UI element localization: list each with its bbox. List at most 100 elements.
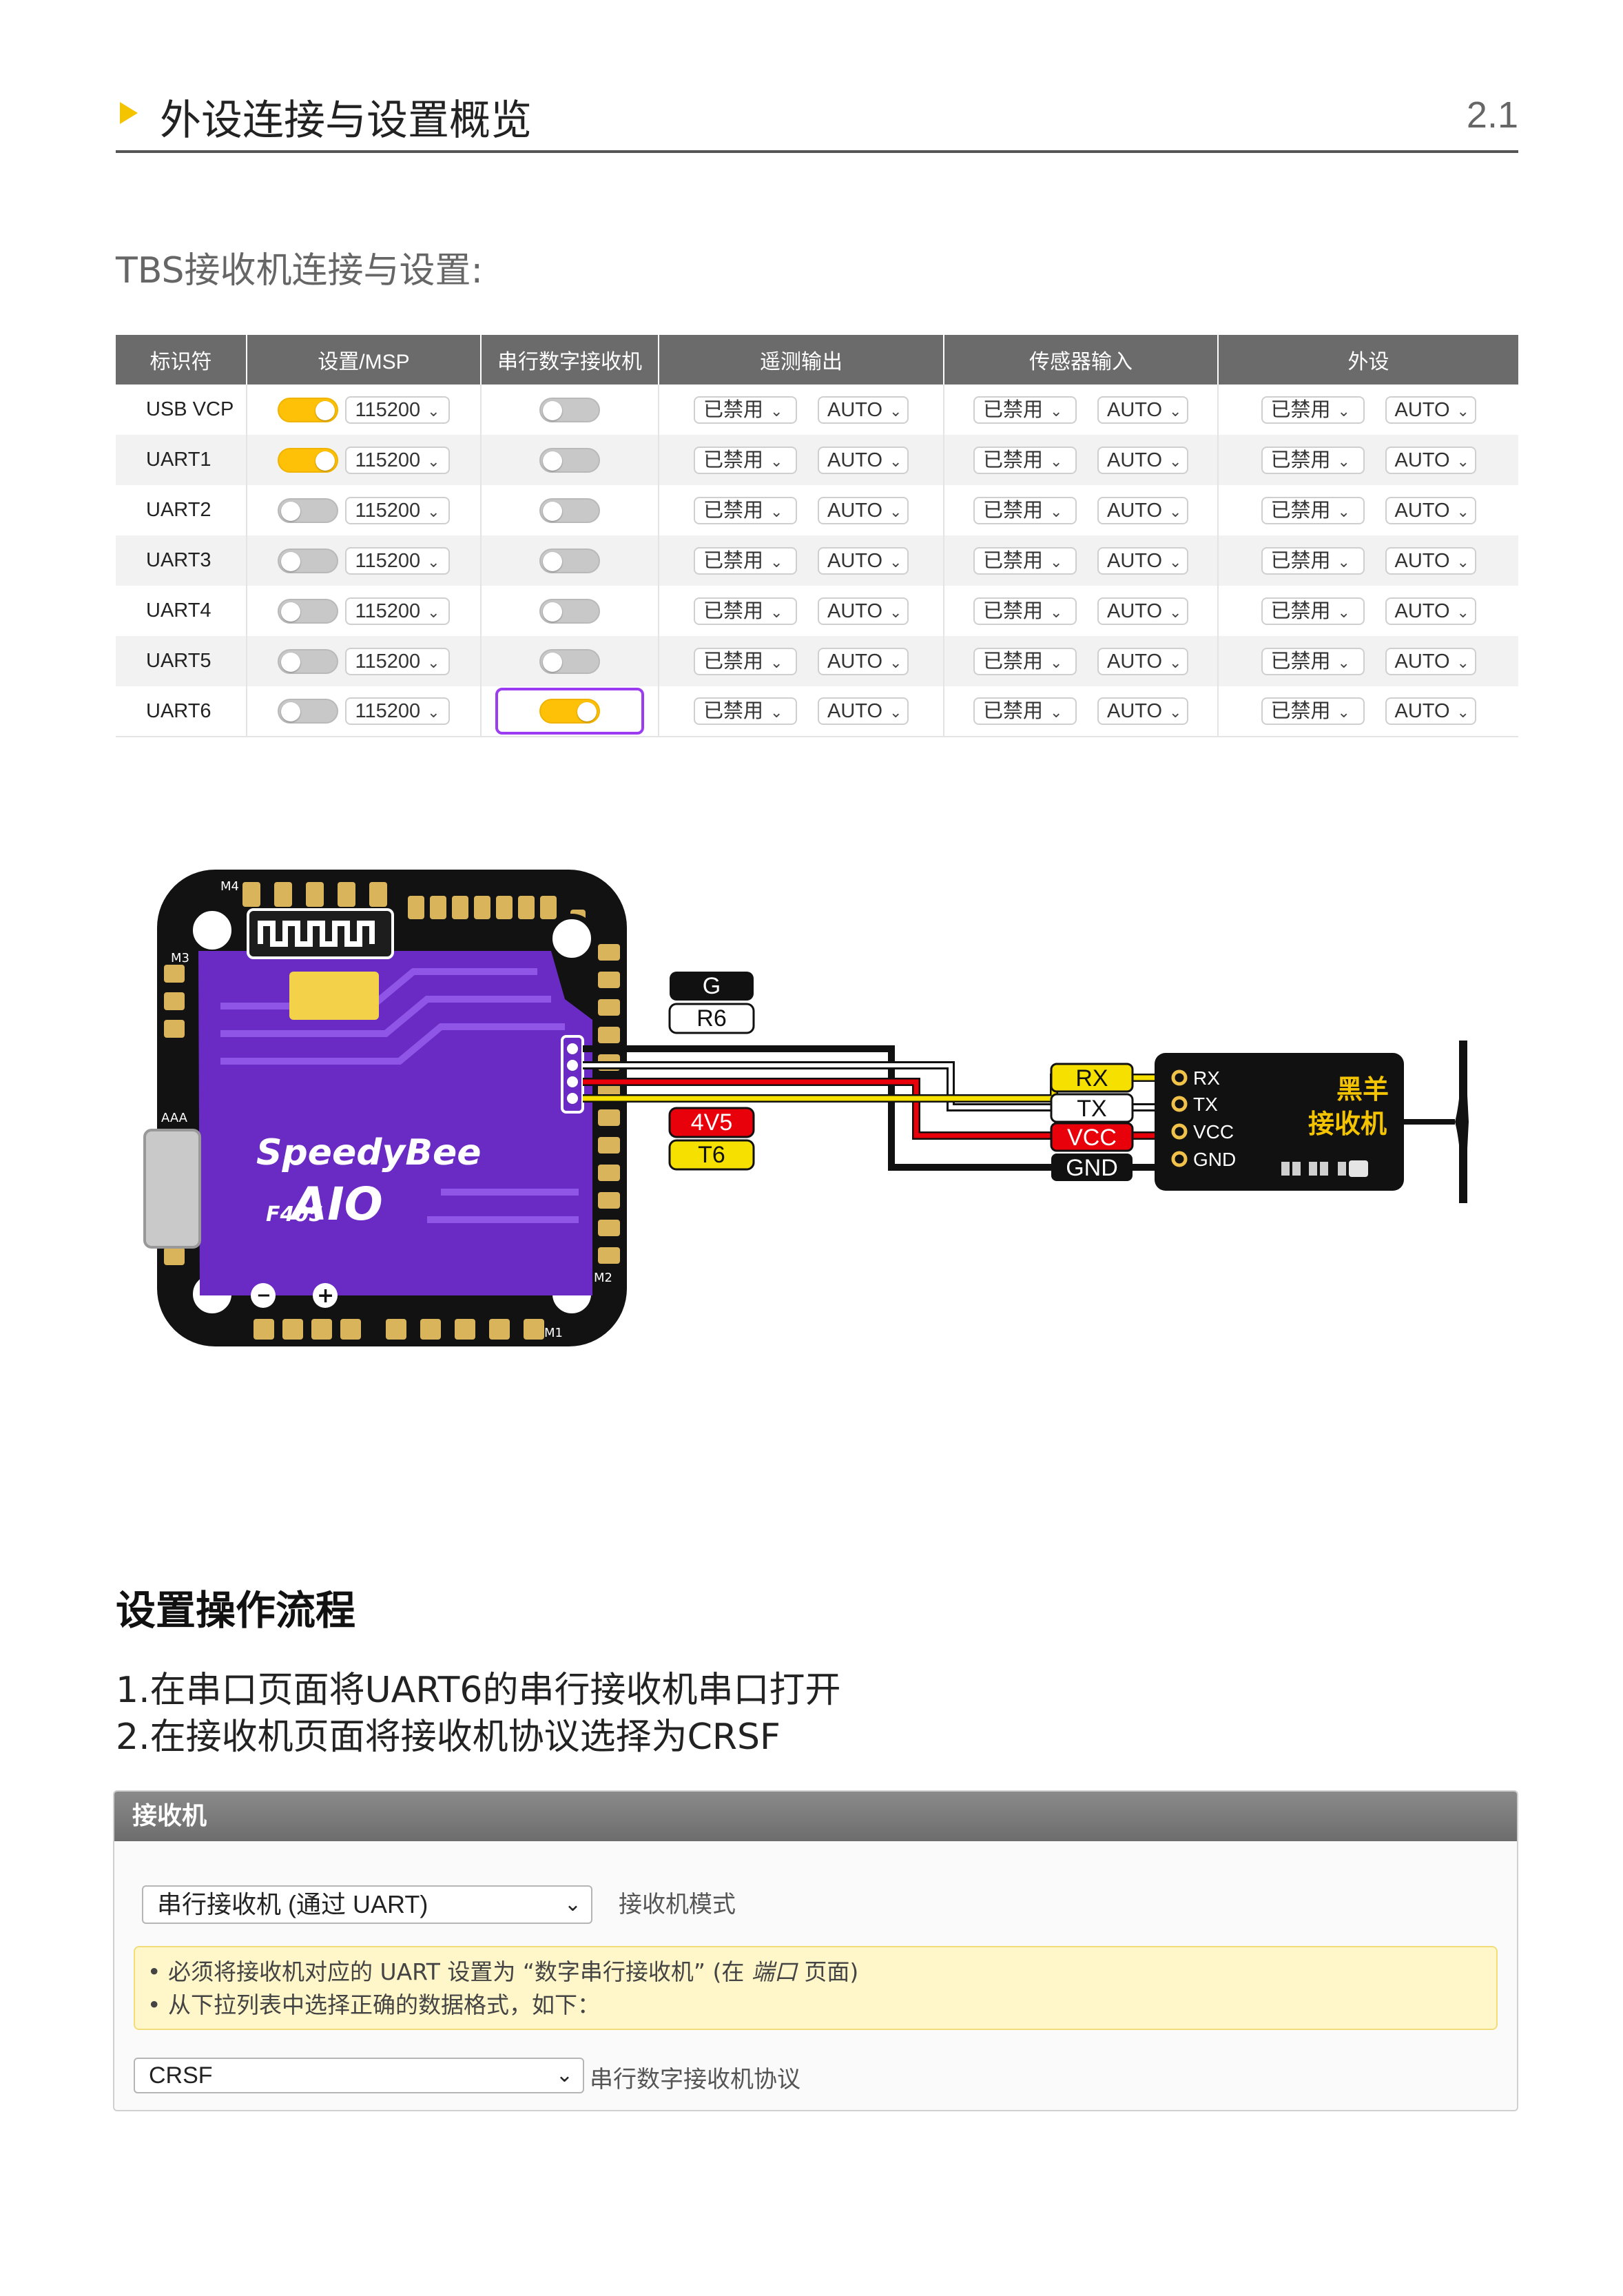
- svg-text:G: G: [703, 973, 721, 999]
- serial-rx-toggle[interactable]: [539, 447, 600, 473]
- peripheral-speed-select[interactable]: AUTO⌄: [1385, 446, 1476, 474]
- silk-m1: M1: [544, 1326, 563, 1340]
- telemetry-select[interactable]: 已禁用⌄: [694, 446, 797, 474]
- serial-rx-toggle[interactable]: [539, 598, 600, 624]
- msp-baud-select[interactable]: 115200⌄: [345, 396, 450, 424]
- msp-baud-select[interactable]: 115200⌄: [345, 496, 450, 524]
- chevron-down-icon: ⌄: [1456, 704, 1469, 721]
- telemetry-select[interactable]: 已禁用⌄: [694, 496, 797, 524]
- msp-toggle[interactable]: [278, 397, 339, 422]
- msp-baud-select[interactable]: 115200⌄: [345, 546, 450, 575]
- serial-rx-toggle[interactable]: [539, 498, 600, 523]
- flight-controller-board: SpeedyBee AIO F405 M4 M3 M2 M1 AAA − +: [143, 870, 627, 1346]
- port-identifier: USB VCP: [116, 385, 247, 435]
- sensor-speed-select[interactable]: AUTO⌄: [1097, 697, 1188, 725]
- msp-toggle[interactable]: [278, 447, 339, 473]
- msp-baud-select[interactable]: 115200⌄: [345, 697, 450, 725]
- board-model: AIO: [289, 1178, 383, 1231]
- serial-rx-toggle[interactable]: [539, 699, 600, 724]
- sensor-select[interactable]: 已禁用⌄: [973, 647, 1077, 675]
- peripheral-select[interactable]: 已禁用⌄: [1261, 546, 1365, 575]
- col-header-msp: 设置/MSP: [247, 335, 482, 385]
- msp-toggle[interactable]: [278, 699, 339, 724]
- peripheral-select[interactable]: 已禁用⌄: [1261, 496, 1365, 524]
- serial-rx-toggle[interactable]: [539, 397, 600, 422]
- chevron-down-icon: ⌄: [1050, 402, 1063, 420]
- peripheral-speed-select[interactable]: AUTO⌄: [1385, 496, 1476, 524]
- msp-toggle[interactable]: [278, 648, 339, 674]
- receiver-mode-select[interactable]: 串行接收机 (通过 UART) ⌄: [142, 1885, 592, 1924]
- col-header-telemetry: 遥测输出: [659, 335, 944, 385]
- telemetry-select[interactable]: 已禁用⌄: [694, 647, 797, 675]
- serial-rx-toggle[interactable]: [539, 648, 600, 674]
- msp-toggle[interactable]: [278, 498, 339, 523]
- telemetry-speed-select[interactable]: AUTO⌄: [818, 597, 909, 625]
- telemetry-select[interactable]: 已禁用⌄: [694, 597, 797, 625]
- peripheral-speed-select[interactable]: AUTO⌄: [1385, 597, 1476, 625]
- wire-label-rx: RX: [1050, 1063, 1134, 1093]
- telemetry-speed-select[interactable]: AUTO⌄: [818, 546, 909, 575]
- peripheral-speed-select[interactable]: AUTO⌄: [1385, 546, 1476, 575]
- peripheral-select[interactable]: 已禁用⌄: [1261, 396, 1365, 424]
- svg-text:TX: TX: [1077, 1096, 1106, 1122]
- sensor-speed-select[interactable]: AUTO⌄: [1097, 597, 1188, 625]
- silk-m4: M4: [220, 879, 239, 894]
- telemetry-select[interactable]: 已禁用⌄: [694, 396, 797, 424]
- wire-label-vcc: VCC: [1050, 1122, 1134, 1152]
- msp-baud-select[interactable]: 115200⌄: [345, 597, 450, 625]
- receiver-mode-value: 串行接收机 (通过 UART): [157, 1890, 428, 1918]
- highlight-box: [495, 688, 644, 735]
- msp-baud-select[interactable]: 115200⌄: [345, 647, 450, 675]
- chevron-down-icon: ⌄: [427, 553, 440, 571]
- peripheral-speed-select[interactable]: AUTO⌄: [1385, 396, 1476, 424]
- msp-toggle[interactable]: [278, 598, 339, 624]
- chevron-down-icon: ⌄: [1050, 452, 1063, 470]
- chevron-down-icon: ⌄: [1337, 553, 1350, 571]
- ports-table: 标识符 设置/MSP 串行数字接收机 遥测输出 传感器输入 外设 USB VCP…: [116, 335, 1518, 737]
- peripheral-select[interactable]: 已禁用⌄: [1261, 697, 1365, 725]
- sensor-speed-select[interactable]: AUTO⌄: [1097, 546, 1188, 575]
- chevron-down-icon: ⌄: [1456, 653, 1469, 671]
- telemetry-select[interactable]: 已禁用⌄: [694, 697, 797, 725]
- msp-toggle[interactable]: [278, 548, 339, 573]
- sensor-speed-select[interactable]: AUTO⌄: [1097, 496, 1188, 524]
- telemetry-speed-select[interactable]: AUTO⌄: [818, 446, 909, 474]
- telemetry-speed-select[interactable]: AUTO⌄: [818, 697, 909, 725]
- chevron-down-icon: ⌄: [770, 603, 783, 621]
- sensor-select[interactable]: 已禁用⌄: [973, 597, 1077, 625]
- table-row: UART3 115200⌄ 已禁用⌄ AUTO⌄ 已禁用⌄ AUTO⌄ 已禁用⌄…: [116, 535, 1518, 586]
- section-number: 2.1: [1466, 94, 1518, 136]
- chevron-down-icon: ⌄: [1050, 553, 1063, 571]
- triangle-bullet-icon: [120, 102, 138, 124]
- peripheral-select[interactable]: 已禁用⌄: [1261, 446, 1365, 474]
- table-row: UART6 115200⌄ 已禁用⌄ AUTO⌄ 已禁用⌄ AUTO⌄ 已禁用⌄…: [116, 686, 1518, 737]
- chevron-down-icon: ⌄: [1337, 402, 1350, 420]
- protocol-select[interactable]: CRSF ⌄: [134, 2058, 584, 2093]
- chevron-down-icon: ⌄: [1169, 553, 1182, 571]
- chevron-down-icon: ⌄: [1169, 603, 1182, 621]
- uart6-pads: [561, 1035, 584, 1114]
- telemetry-select[interactable]: 已禁用⌄: [694, 546, 797, 575]
- peripheral-select[interactable]: 已禁用⌄: [1261, 647, 1365, 675]
- sensor-speed-select[interactable]: AUTO⌄: [1097, 647, 1188, 675]
- telemetry-speed-select[interactable]: AUTO⌄: [818, 647, 909, 675]
- telemetry-speed-select[interactable]: AUTO⌄: [818, 396, 909, 424]
- serial-rx-toggle[interactable]: [539, 548, 600, 573]
- chevron-down-icon: ⌄: [770, 653, 783, 671]
- receiver-mode-label: 接收机模式: [619, 1891, 736, 1918]
- procedure-heading: 设置操作流程: [116, 1587, 356, 1634]
- msp-baud-select[interactable]: 115200⌄: [345, 446, 450, 474]
- table-row: UART5 115200⌄ 已禁用⌄ AUTO⌄ 已禁用⌄ AUTO⌄ 已禁用⌄…: [116, 636, 1518, 686]
- sensor-speed-select[interactable]: AUTO⌄: [1097, 396, 1188, 424]
- peripheral-speed-select[interactable]: AUTO⌄: [1385, 697, 1476, 725]
- peripheral-select[interactable]: 已禁用⌄: [1261, 597, 1365, 625]
- chevron-down-icon: ⌄: [1337, 452, 1350, 470]
- sensor-speed-select[interactable]: AUTO⌄: [1097, 446, 1188, 474]
- sensor-select[interactable]: 已禁用⌄: [973, 396, 1077, 424]
- sensor-select[interactable]: 已禁用⌄: [973, 496, 1077, 524]
- peripheral-speed-select[interactable]: AUTO⌄: [1385, 647, 1476, 675]
- sensor-select[interactable]: 已禁用⌄: [973, 546, 1077, 575]
- telemetry-speed-select[interactable]: AUTO⌄: [818, 496, 909, 524]
- sensor-select[interactable]: 已禁用⌄: [973, 446, 1077, 474]
- sensor-select[interactable]: 已禁用⌄: [973, 697, 1077, 725]
